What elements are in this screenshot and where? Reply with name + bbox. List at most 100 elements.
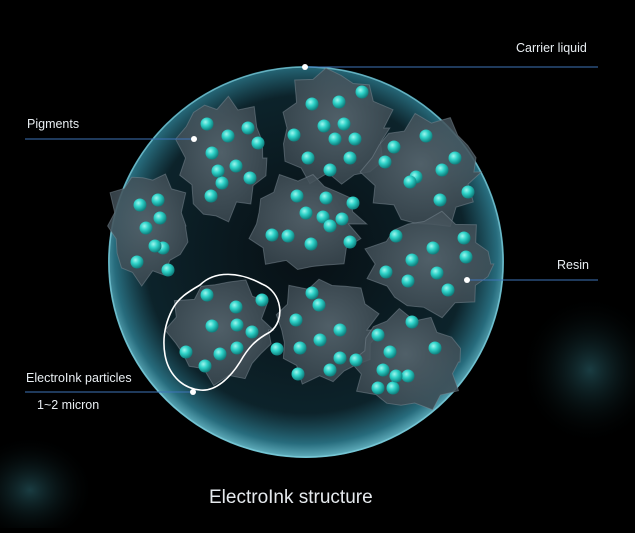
pigment-dot: [459, 250, 473, 264]
pigment-dot: [371, 328, 385, 342]
pigment-dot: [130, 255, 144, 269]
pigment-dot: [148, 239, 162, 253]
pigment-dot: [312, 298, 326, 312]
pigment-dot: [448, 151, 462, 165]
pigment-dot: [229, 300, 243, 314]
pigment-dot: [291, 367, 305, 381]
pigment-dot: [293, 341, 307, 355]
pigment-dot: [200, 117, 214, 131]
pigment-dot: [270, 342, 284, 356]
pigment-dot: [376, 363, 390, 377]
pigment-dot: [457, 231, 471, 245]
pigment-dot: [461, 185, 475, 199]
pigment-dot: [355, 85, 369, 99]
pigment-dot: [333, 323, 347, 337]
pigment-dot: [245, 325, 259, 339]
pigment-dot: [205, 319, 219, 333]
electroink-particles-marker: [190, 389, 196, 395]
pigment-dot: [328, 132, 342, 146]
pigment-dot: [317, 119, 331, 133]
pigment-dot: [290, 189, 304, 203]
pigment-dot: [255, 293, 269, 307]
pigment-dot: [378, 155, 392, 169]
electroink-particle-outline: [163, 273, 281, 391]
pigment-dot: [405, 253, 419, 267]
pigment-dot: [346, 196, 360, 210]
pigment-dot: [349, 353, 363, 367]
pigment-dot: [204, 189, 218, 203]
pigment-dot: [305, 286, 319, 300]
pigment-dot: [287, 128, 301, 142]
pigment-dot: [389, 369, 403, 383]
background-glow: [520, 295, 635, 445]
resin-marker: [464, 277, 470, 283]
pigment-dot: [243, 171, 257, 185]
carrier-liquid-marker: [302, 64, 308, 70]
pigment-dot: [265, 228, 279, 242]
pigment-dot: [151, 193, 165, 207]
pigment-dot: [348, 132, 362, 146]
electroink-particles-label: ElectroInk particles: [26, 371, 132, 385]
pigment-dot: [343, 235, 357, 249]
size-label: 1~2 micron: [37, 398, 100, 412]
pigment-dot: [379, 265, 393, 279]
pigment-dot: [387, 140, 401, 154]
pigment-dot: [433, 193, 447, 207]
pigment-dot: [430, 266, 444, 280]
pigment-dot: [313, 333, 327, 347]
pigment-dot: [198, 359, 212, 373]
pigment-dot: [161, 263, 175, 277]
pigment-dot: [281, 229, 295, 243]
pigment-dot: [332, 95, 346, 109]
pigment-dot: [401, 274, 415, 288]
carrier-liquid-label: Carrier liquid: [516, 41, 587, 55]
pigment-dot: [230, 318, 244, 332]
pigment-dot: [230, 341, 244, 355]
pigment-dot: [305, 97, 319, 111]
pigment-dot: [403, 175, 417, 189]
pigment-dot: [289, 313, 303, 327]
pigment-dot: [343, 151, 357, 165]
pigment-dot: [133, 198, 147, 212]
pigment-dot: [323, 163, 337, 177]
pigment-dot: [301, 151, 315, 165]
pigment-dot: [426, 241, 440, 255]
pigment-dot: [229, 159, 243, 173]
pigment-dot: [304, 237, 318, 251]
pigments-marker: [191, 136, 197, 142]
pigment-dot: [428, 341, 442, 355]
pigment-dot: [139, 221, 153, 235]
pigment-dot: [200, 288, 214, 302]
pigment-dot: [319, 191, 333, 205]
pigment-dot: [323, 219, 337, 233]
pigment-dot: [205, 146, 219, 160]
resin-cluster: [164, 279, 275, 387]
pigment-dot: [337, 117, 351, 131]
pigment-dot: [316, 210, 330, 224]
pigment-dot: [323, 363, 337, 377]
pigment-dot: [419, 129, 433, 143]
pigment-particles: [130, 85, 475, 395]
pigment-dot: [333, 351, 347, 365]
pigment-dot: [401, 369, 415, 383]
pigment-dot: [405, 315, 419, 329]
pigment-dot: [213, 347, 227, 361]
diagram-title: ElectroInk structure: [209, 487, 373, 508]
pigment-dot: [241, 121, 255, 135]
background-glow: [0, 435, 95, 533]
pigment-dot: [383, 345, 397, 359]
pigment-dot: [435, 163, 449, 177]
pigment-dot: [371, 381, 385, 395]
pigment-dot: [179, 345, 193, 359]
pigment-dot: [251, 136, 265, 150]
pigments-label: Pigments: [27, 117, 80, 131]
pigment-dot: [335, 212, 349, 226]
resin-label: Resin: [557, 258, 589, 272]
pigment-dot: [389, 229, 403, 243]
pigment-dot: [211, 164, 225, 178]
pigment-dot: [153, 211, 167, 225]
resin-cluster: [248, 173, 369, 271]
pigment-dot: [386, 381, 400, 395]
